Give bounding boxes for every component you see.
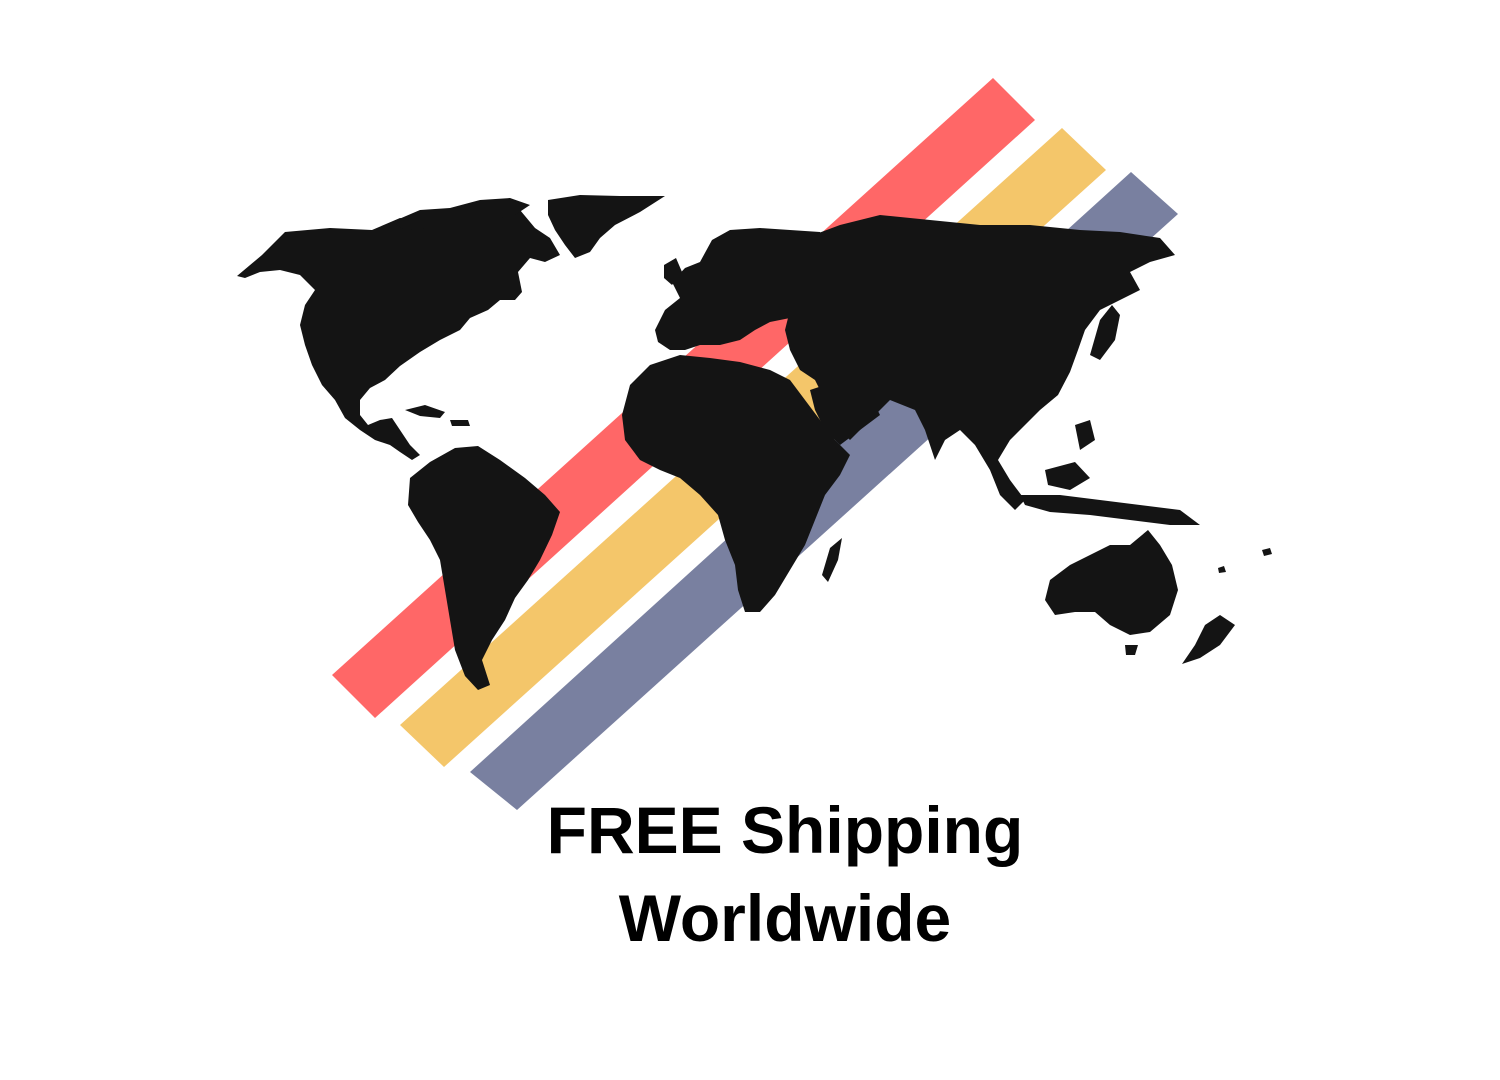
africa-shape (622, 355, 850, 612)
new-zealand-shape (1182, 615, 1235, 664)
headline-free-shipping: FREE Shipping (546, 793, 1024, 867)
british-isles-shape (664, 258, 682, 285)
japan-shape (1090, 305, 1120, 360)
pacific-islands-shape (1218, 548, 1272, 573)
indonesia-shape (1020, 420, 1200, 525)
tasmania-shape (1125, 645, 1138, 655)
madagascar-shape (822, 538, 842, 582)
north-america-shape (237, 203, 560, 460)
australia-shape (1045, 530, 1178, 635)
greenland-shape (548, 195, 665, 258)
europe-shape (655, 228, 830, 350)
asia-shape (785, 215, 1175, 510)
headline-worldwide: Worldwide (618, 881, 952, 955)
caribbean-islands-shape (405, 405, 470, 426)
arabia-shape (810, 380, 880, 445)
arctic-islands-shape (392, 198, 530, 230)
south-america-shape (408, 446, 560, 690)
